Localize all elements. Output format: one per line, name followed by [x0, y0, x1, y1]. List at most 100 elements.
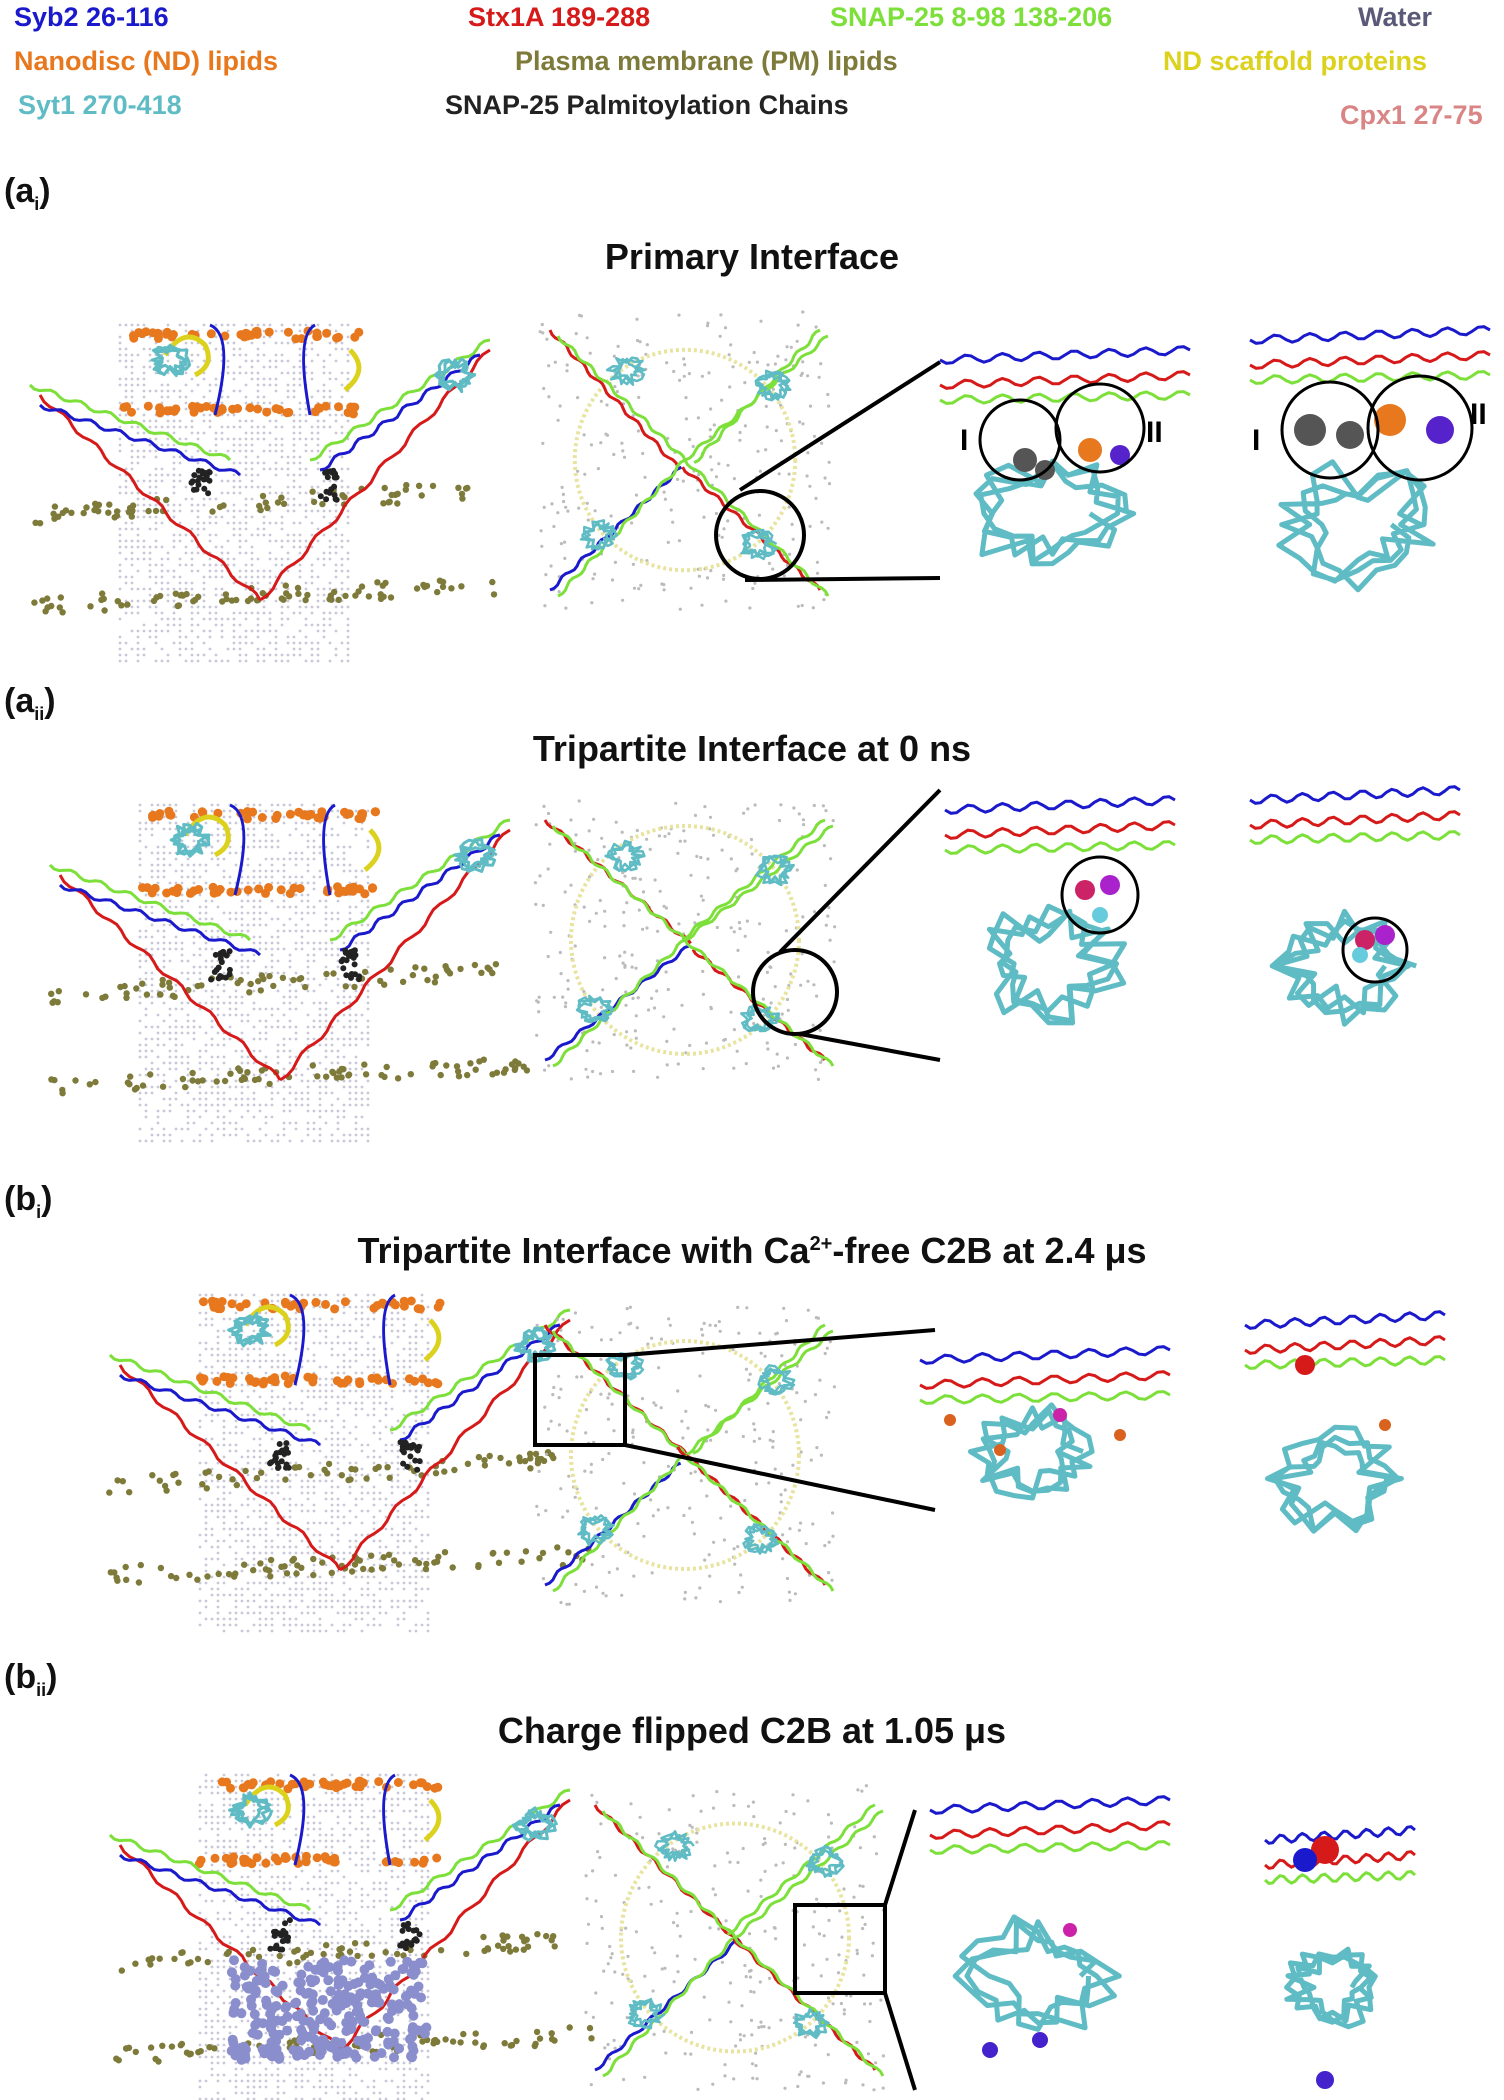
snare-helix-top-1: [726, 1803, 876, 1936]
syb2-helix-right: [319, 353, 481, 472]
snap-helix-top-2: [552, 1453, 686, 1593]
snap-helix-right: [329, 818, 511, 942]
stx-helix-zoom: [929, 1820, 1171, 1840]
syb2-helix-right: [399, 1803, 561, 1922]
palmitoyl-left: [267, 1440, 292, 1471]
syt1-top-3: [742, 1523, 780, 1555]
syb2-helix-left: [58, 883, 262, 957]
panel-label-aii: (aii): [4, 682, 56, 724]
syt1-top-3: [740, 528, 778, 561]
syb2-helix-zoom: [929, 1795, 1171, 1815]
syt1-c2b-zoom: [1265, 1424, 1404, 1534]
syb2-helix-left: [38, 403, 242, 477]
zoom-line-bottom: [624, 1443, 936, 1512]
residue-sphere-0: [1013, 448, 1037, 472]
syt1-c2b-right: [453, 837, 498, 873]
residue-sphere-0: [1075, 880, 1095, 900]
syb2-helix-left: [118, 1853, 322, 1927]
syb2-helix-zoom: [1244, 1310, 1446, 1330]
water-background: [533, 799, 837, 1081]
snap-helix-left: [108, 1833, 312, 1912]
residue-sphere-2: [1316, 2071, 1334, 2089]
snap-helix-top-0: [601, 1810, 737, 1939]
nd-ring-top-view: [569, 1339, 801, 1571]
syb2-helix-zoom: [1249, 325, 1491, 345]
nd-lipids-top: [148, 806, 381, 824]
snare-helix-top-3: [681, 466, 822, 591]
residue-sphere-3: [1426, 416, 1454, 444]
syt1-top-0: [605, 1352, 645, 1381]
panel-label-bi: (bi): [4, 1180, 53, 1222]
snap-helix-zoom: [929, 1840, 1171, 1855]
figure-panel-aii: [48, 785, 1461, 1143]
syb2-helix-left: [118, 1373, 322, 1447]
legend-syt1: Syt1 270-418: [18, 90, 182, 120]
syb2-tmd-left: [229, 803, 246, 896]
syt1-c2b-zoom: [973, 458, 1137, 567]
legend-cpx1: Cpx1 27-75: [1340, 100, 1483, 130]
residue-sphere-2: [1078, 438, 1102, 462]
snap-helix-top-0: [551, 825, 687, 941]
residue-sphere-0: [1295, 1355, 1315, 1375]
palmitoyl-right: [397, 1439, 423, 1473]
syt1-top-1: [757, 1364, 796, 1396]
residue-sphere-1: [1336, 421, 1364, 449]
residue-sphere-0: [944, 1414, 956, 1426]
residue-sphere-1: [1293, 1848, 1317, 1872]
nd-lipids-bottom: [119, 401, 360, 419]
panel-title-primary: Primary Interface: [604, 236, 900, 277]
panel-title-tripartite: Tripartite Interface at 0 ns: [532, 728, 972, 769]
syb2-tmd-right: [382, 1773, 396, 1866]
figure-panel-bii: [108, 1773, 1416, 2100]
snap-helix-left: [28, 383, 232, 462]
syt1-c2b-left: [150, 343, 192, 378]
snap-helix-top-1: [684, 1329, 834, 1457]
palmitoyl-right: [338, 947, 363, 983]
panel-title-charge-flipped: Charge flipped C2B at 1.05 μs: [497, 1710, 1007, 1751]
nd-ring-top-view: [572, 347, 798, 573]
stx-helix-zoom: [939, 370, 1191, 390]
nd-lipids-top: [199, 1296, 445, 1314]
snare-helix-top-1: [692, 1323, 826, 1455]
syt1-c2b-right: [513, 1326, 557, 1364]
nd-scaffold-right: [343, 348, 362, 392]
stx-helix-left: [118, 1364, 342, 1571]
snare-helix-top-2: [544, 944, 690, 1062]
nd-scaffold-left: [242, 1784, 291, 1828]
residue-sphere-1: [994, 1444, 1006, 1456]
pm-lipids-lower: [107, 1544, 592, 1586]
syt1-top-1: [755, 854, 795, 887]
syt1-c2b-left: [227, 1311, 272, 1348]
stx-helix-zoom: [944, 820, 1176, 840]
interface-circle: [1060, 855, 1140, 935]
syt1-c2b-zoom: [967, 1402, 1095, 1501]
snap-helix-zoom: [1264, 1870, 1416, 1885]
nd-scaffold-right: [363, 828, 382, 872]
residue-sphere-3: [1053, 1408, 1067, 1422]
nd-scaffold-left: [162, 334, 211, 378]
syb2-helix-right: [339, 833, 501, 952]
stx-helix-zoom: [1249, 810, 1461, 830]
legend-nd-lipids: Nanodisc (ND) lipids: [14, 46, 279, 76]
snap-helix-top-3: [683, 939, 835, 1067]
syb2-tmd-right: [382, 1293, 396, 1386]
snare-helix-top-2: [594, 1938, 740, 2072]
residue-sphere-1: [1375, 925, 1395, 945]
water-column: [118, 323, 350, 663]
panel-title-ca-free: Tripartite Interface with Ca2+-free C2B …: [357, 1230, 1147, 1271]
residue-sphere-1: [1100, 875, 1120, 895]
legend-palmitoylation: SNAP-25 Palmitoylation Chains: [445, 90, 849, 120]
pm-lipids-upper: [106, 1449, 557, 1496]
residue-sphere-2: [1352, 947, 1368, 963]
syt1-top-1: [805, 1844, 845, 1878]
snap-helix-left: [48, 863, 252, 942]
zoom-line-top: [778, 788, 942, 954]
snap-helix-top-0: [551, 1330, 687, 1456]
syt1-c2b-right: [511, 1806, 559, 1842]
stx-helix-zoom: [1264, 1850, 1416, 1870]
stx-helix-zoom: [919, 1370, 1171, 1390]
interface-I-circle-close: [1280, 380, 1380, 480]
nd-lipids-top: [217, 1776, 443, 1794]
legend-stx1a: Stx1A 189-288: [468, 2, 651, 32]
residue-sphere-2: [1114, 1429, 1126, 1441]
